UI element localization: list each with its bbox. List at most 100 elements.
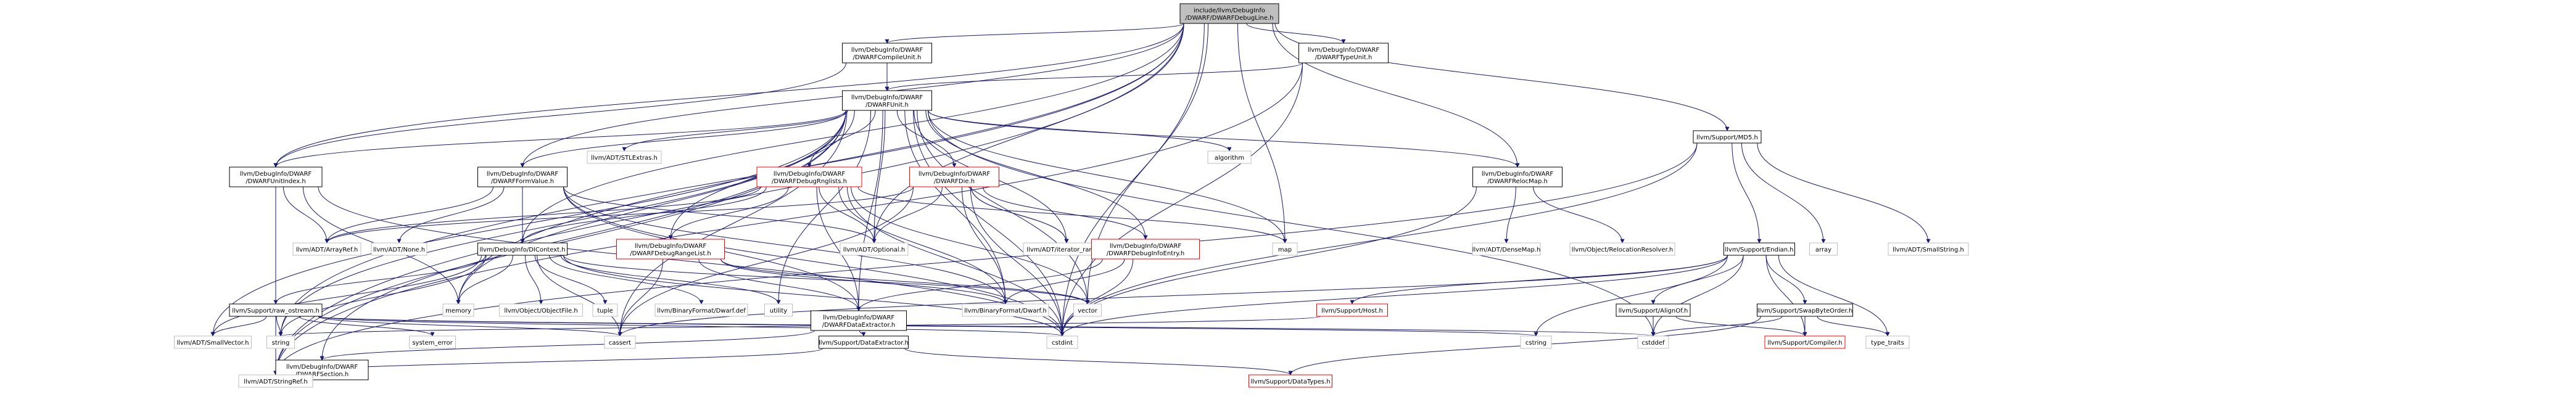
node-compileunit[interactable]: llvm/DebugInfo/DWARF/DWARFCompileUnit.h [842,43,932,64]
node-label: /DWARFFormValue.h [491,178,554,185]
node-box [1316,303,1388,317]
edge-swapbyteorder-to-cstddef [1651,316,1783,337]
node-smallvector: llvm/ADT/SmallVector.h [174,335,252,349]
edge-die-to-optional [872,186,943,244]
node-endian[interactable]: llvm/Support/Endian.h [1724,242,1795,256]
node-box [266,335,295,349]
edge-rawostream-to-cstddef [318,316,1655,337]
node-box [409,335,456,349]
node-label: llvm/DebugInfo/DWARF [1482,171,1554,178]
edge-root-to-string [278,23,1184,337]
edge-unit-to-infoentry [925,110,1148,240]
edge-relocmap-to-relocresolver [1533,186,1625,244]
edge-unit-to-formvalue [520,110,846,168]
node-vector: vector [1073,303,1102,317]
node-utility: utility [764,303,793,317]
node-label: /DWARFDataExtractor.h [822,322,895,329]
node-swapbyteorder[interactable]: llvm/Support/SwapByteOrder.h [1757,303,1853,317]
edge-rangelist-to-dwarfh [720,258,1008,305]
edge-dicontext-to-utility [560,255,781,305]
edge-dataextractor-to-section [320,330,815,361]
node-label: llvm/Support/DataExtractor.h [819,340,909,347]
node-mdsh[interactable]: llvm/Support/MD5.h [1693,130,1762,144]
node-unit[interactable]: llvm/DebugInfo/DWARF/DWARFUnit.h [842,90,932,111]
dependency-edges [210,23,1931,380]
edge-root-to-compileunit [885,23,1184,44]
edge-dicontext-to-memory [456,255,513,305]
node-cstring: cstring [1520,335,1552,349]
edge-root-to-stringref [273,23,1184,375]
edge-mdsh-to-smallstring [1757,142,1931,244]
node-relocmap[interactable]: llvm/DebugInfo/DWARF/DWARFRelocMap.h [1472,166,1563,187]
node-box [229,303,323,317]
node-box [238,374,313,388]
edge-die-to-dwarfh [961,186,1008,305]
edge-unit-to-stlextras [622,110,848,152]
node-infoentry[interactable]: llvm/DebugInfo/DWARF/DWARFDebugInfoEntry… [1091,239,1200,260]
edge-typeunit-to-stringref [273,62,1303,375]
node-algorithm: algorithm [1207,150,1252,164]
node-box [1616,303,1691,317]
node-typeunit[interactable]: llvm/DebugInfo/DWARF/DWARFTypeUnit.h [1298,43,1389,64]
node-label: llvm/DebugInfo/DIContext.h [479,247,565,253]
node-rnglists[interactable]: llvm/DebugInfo/DWARF/DWARFDebugRnglists.… [756,166,862,187]
node-rangelist[interactable]: llvm/DebugInfo/DWARF/DWARFDebugRangeList… [616,239,725,260]
node-unitindex[interactable]: llvm/DebugInfo/DWARF/DWARFUnitIndex.h [229,166,323,187]
node-box [1073,303,1102,317]
node-supportdataextractor[interactable]: llvm/Support/DataExtractor.h [819,335,909,349]
node-box [1472,166,1563,187]
node-die[interactable]: llvm/DebugInfo/DWARF/DWARFDie.h [909,166,999,187]
edge-mdsh-to-stringref [273,142,1698,375]
node-dicontext[interactable]: llvm/DebugInfo/DIContext.h [477,242,568,256]
edge-formvalue-to-arrayref [324,186,493,244]
edge-endian-to-cstdint [1060,255,1728,337]
node-label: tuple [597,308,613,314]
node-box [1472,242,1541,256]
edge-dicontext-to-dwarfdef [549,255,704,305]
edge-unit-to-map [928,110,1287,244]
node-dataextractor[interactable]: llvm/DebugInfo/DWARF/DWARFDataExtractor.… [811,310,907,331]
node-map: map [1272,242,1298,256]
edge-rawostream-to-cstdint [318,316,1065,337]
node-datatypes[interactable]: llvm/Support/DataTypes.h [1249,374,1332,388]
node-label: llvm/ADT/DenseMap.h [1472,247,1541,253]
node-box [477,242,568,256]
node-alignof[interactable]: llvm/Support/AlignOf.h [1616,303,1691,317]
node-memory: memory [442,303,474,317]
edge-root-to-mdsh [1274,23,1730,131]
node-box [811,310,907,331]
node-label: llvm/Support/raw_ostream.h [232,308,320,314]
node-root[interactable]: include/llvm/DebugInfo/DWARF/DWARFDebugL… [1179,3,1279,24]
node-label: cassert [609,340,631,347]
node-box [654,303,748,317]
node-box [1693,130,1762,144]
node-systemerror: system_error [409,335,456,349]
node-label: array [1815,247,1831,253]
edge-swapbyteorder-to-typetraits [1817,316,1890,337]
node-label: llvm/DebugInfo/DWARF [851,94,923,101]
dependency-nodes: include/llvm/DebugInfo/DWARF/DWARFDebugL… [174,3,1969,388]
node-compiler[interactable]: llvm/Support/Compiler.h [1764,335,1846,349]
node-formvalue[interactable]: llvm/DebugInfo/DWARF/DWARFFormValue.h [477,166,568,187]
edge-rangelist-to-dataextractor [698,258,861,311]
node-label: llvm/ADT/iterator_range.h [1026,247,1106,253]
edge-die-to-infoentry [983,186,1148,240]
edge-root-to-cstdint [1060,23,1205,337]
node-host[interactable]: llvm/Support/Host.h [1316,303,1388,317]
node-box [1757,303,1853,317]
node-box [756,166,862,187]
node-box [840,242,909,256]
node-label: llvm/Support/MD5.h [1696,134,1758,141]
node-label: llvm/DebugInfo/DWARF [851,47,923,54]
node-rawostream[interactable]: llvm/Support/raw_ostream.h [229,303,323,317]
node-label: llvm/ADT/SmallString.h [1893,247,1964,253]
node-box [592,303,618,317]
node-smallstring: llvm/ADT/SmallString.h [1888,242,1969,256]
node-box [174,335,252,349]
node-box [1865,335,1910,349]
edge-formvalue-to-none [397,186,505,244]
edge-unit-to-rnglists [807,110,876,168]
node-cstdint: cstdint [1046,335,1078,349]
edge-unit-to-smallvector [210,110,846,337]
